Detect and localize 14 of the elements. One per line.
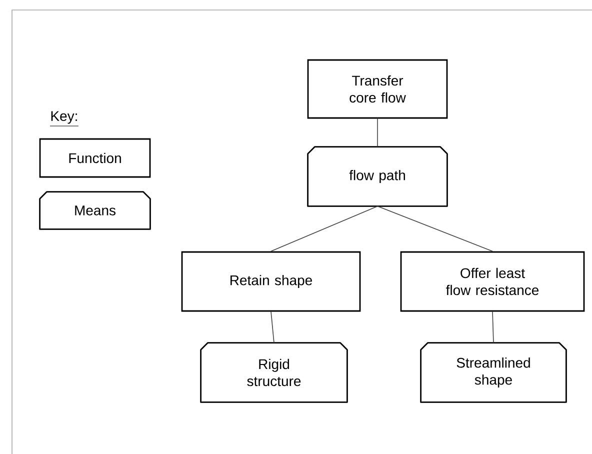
connector-line — [377, 118, 378, 148]
connector-line — [270, 311, 274, 344]
means-box: Streamlined shape — [420, 342, 567, 403]
key-heading: Key: — [50, 111, 79, 126]
function-box: Offer least flow resistance — [400, 251, 585, 312]
function-box: Retain shape — [181, 251, 361, 312]
legend-key: Means — [39, 191, 151, 230]
connector-line — [270, 206, 378, 252]
legend-key: Function — [39, 138, 151, 178]
connector-line — [377, 206, 493, 252]
function-box: Transfer core flow — [307, 59, 448, 119]
connector-line — [492, 311, 494, 344]
means-box: flow path — [307, 146, 448, 207]
means-box: Rigid structure — [200, 342, 348, 403]
